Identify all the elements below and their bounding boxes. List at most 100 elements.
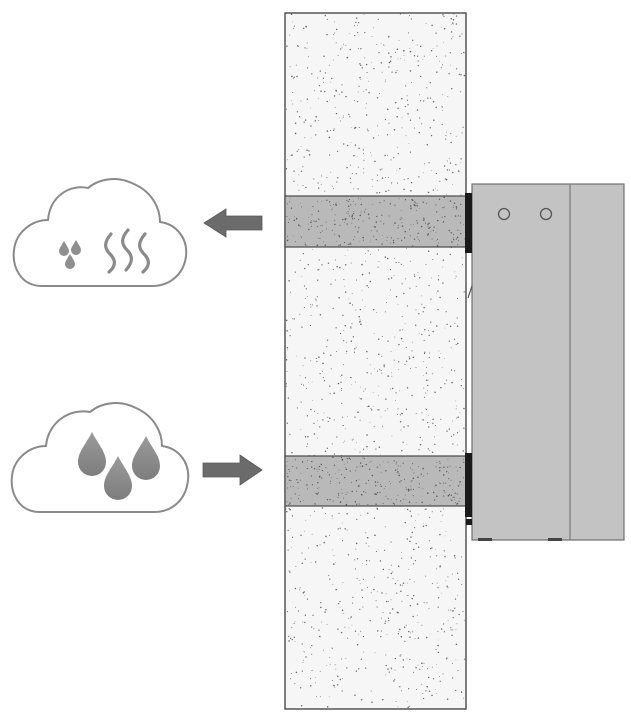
speckle: [352, 602, 354, 604]
speckle: [362, 299, 363, 301]
speckle: [415, 520, 416, 521]
speckle: [379, 491, 381, 494]
speckle: [380, 454, 381, 456]
speckle: [408, 705, 410, 707]
speckle: [345, 503, 348, 506]
speckle: [413, 127, 415, 129]
speckle: [358, 633, 359, 635]
speckle: [361, 263, 363, 266]
unit-foot: [548, 538, 562, 541]
speckle: [322, 370, 323, 372]
speckle: [313, 433, 316, 435]
speckle: [444, 535, 446, 537]
speckle: [361, 289, 363, 291]
speckle: [459, 412, 461, 414]
speckle: [382, 568, 385, 571]
steam-wave: [104, 232, 116, 274]
speckle: [351, 292, 353, 294]
speckle: [450, 479, 452, 481]
speckle: [459, 230, 461, 232]
speckle: [434, 443, 436, 446]
speckle: [395, 71, 397, 74]
speckle: [455, 659, 457, 661]
speckle: [427, 384, 429, 387]
speckle: [339, 482, 341, 484]
speckle: [451, 573, 453, 575]
speckle: [309, 515, 311, 516]
speckle: [429, 516, 431, 518]
lower-duct: [284, 455, 467, 507]
speckle: [362, 457, 364, 459]
speckle: [327, 471, 329, 473]
speckle: [337, 528, 339, 530]
speckle: [344, 528, 346, 530]
speckle: [365, 532, 367, 534]
speckle: [335, 588, 337, 591]
speckle: [460, 232, 462, 235]
speckle: [319, 544, 321, 546]
speckle: [351, 215, 353, 218]
speckle: [449, 52, 451, 54]
speckle: [306, 443, 309, 445]
speckle: [435, 466, 437, 468]
speckle: [321, 225, 323, 227]
speckle: [410, 190, 412, 192]
speckle: [339, 244, 342, 246]
speckle: [444, 358, 445, 359]
speckle: [340, 457, 343, 459]
speckle: [425, 22, 427, 24]
speckle: [351, 624, 353, 626]
speckle: [310, 408, 312, 411]
speckle: [409, 260, 411, 262]
speckle: [452, 443, 454, 445]
speckle: [441, 216, 443, 218]
speckle: [344, 254, 346, 256]
speckle: [344, 477, 346, 479]
speckle: [445, 178, 448, 181]
speckle: [364, 667, 367, 669]
speckle: [401, 557, 403, 559]
speckle: [296, 479, 298, 481]
speckle: [334, 106, 336, 108]
speckle: [317, 482, 319, 484]
speckle: [401, 449, 403, 452]
speckle: [370, 407, 372, 410]
speckle: [355, 381, 356, 383]
speckle: [295, 565, 297, 567]
speckle: [345, 44, 347, 46]
speckle: [315, 134, 317, 136]
speckle: [360, 203, 363, 206]
speckle: [436, 55, 438, 57]
speckle: [420, 225, 423, 228]
speckle: [317, 98, 319, 100]
speckle: [392, 502, 394, 505]
speckle: [409, 235, 411, 237]
speckle: [385, 470, 387, 472]
speckle: [342, 314, 344, 316]
speckle: [430, 231, 432, 232]
speckle: [380, 369, 382, 371]
speckle: [421, 439, 423, 441]
speckle: [335, 327, 337, 329]
speckle: [376, 370, 378, 372]
speckle: [365, 63, 368, 66]
speckle: [423, 522, 425, 524]
speckle: [389, 60, 392, 62]
upper-mount-bracket: [465, 193, 472, 253]
speckle: [353, 154, 355, 157]
speckle: [327, 416, 329, 418]
speckle: [357, 31, 359, 34]
speckle: [389, 612, 391, 614]
speckle: [359, 241, 361, 242]
speckle: [327, 262, 330, 264]
speckle: [326, 33, 328, 36]
speckle: [286, 611, 289, 613]
speckle: [334, 687, 335, 688]
speckle: [346, 56, 349, 59]
speckle: [339, 606, 341, 608]
speckle: [383, 44, 384, 46]
speckle: [294, 587, 297, 590]
speckle: [379, 369, 381, 371]
speckle: [413, 275, 416, 277]
speckle: [354, 500, 357, 503]
